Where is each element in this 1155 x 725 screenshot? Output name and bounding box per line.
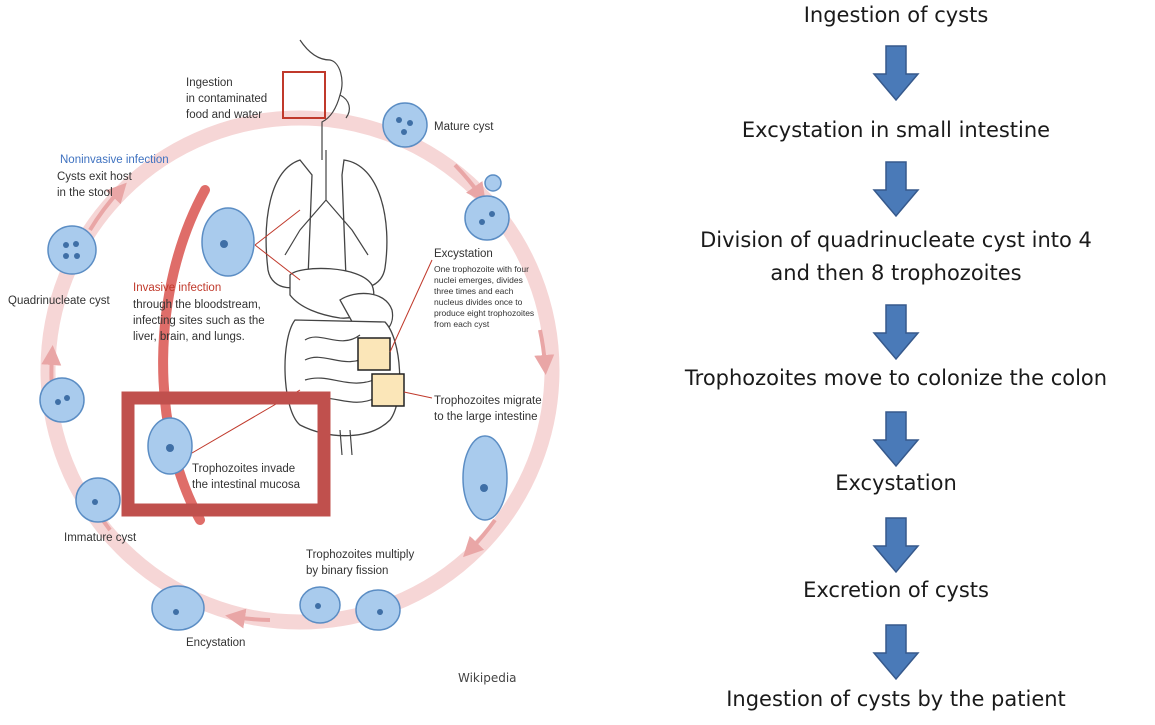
- mature-cyst-icon: [383, 103, 427, 147]
- flow-step-6: Excretion of cysts: [803, 578, 989, 602]
- flow-step-line: and then 8 trophozoites: [770, 261, 1021, 285]
- flow-step-line: Trophozoites move to colonize the colon: [684, 366, 1107, 390]
- flow-step-line: Excystation in small intestine: [742, 118, 1050, 142]
- flow-step-1: Ingestion of cysts: [804, 3, 989, 27]
- label-quadrinucleate-cyst: Quadrinucleate cyst: [8, 295, 110, 307]
- flow-arrow-icon: [874, 518, 918, 572]
- label-invasive-body: through the bloodstream, infecting sites…: [133, 299, 268, 343]
- flow-step-line: Ingestion of cysts by the patient: [726, 687, 1066, 711]
- flow-step-5: Excystation: [835, 471, 957, 495]
- label-excystation-title: Excystation: [434, 248, 493, 260]
- flow-step-4: Trophozoites move to colonize the colon: [684, 366, 1107, 390]
- flow-arrow-icon: [874, 412, 918, 466]
- flow-arrow-icon: [874, 305, 918, 359]
- flow-step-7: Ingestion of cysts by the patient: [726, 687, 1066, 711]
- immature-cyst-upper-icon: [40, 378, 84, 422]
- image-credit: Wikipedia: [458, 671, 517, 685]
- label-immature-cyst: Immature cyst: [64, 532, 137, 544]
- label-mature-cyst: Mature cyst: [434, 121, 494, 133]
- flow-step-line: Division of quadrinucleate cyst into 4: [700, 228, 1092, 252]
- label-noninvasive-title: Noninvasive infection: [60, 154, 169, 166]
- label-ingestion: Ingestion in contaminated food and water: [186, 77, 270, 121]
- flow-step-line: Ingestion of cysts: [804, 3, 989, 27]
- immature-cyst-icon: [76, 478, 120, 522]
- flow-step-line: Excretion of cysts: [803, 578, 989, 602]
- quadrinucleate-cyst-icon: [48, 226, 96, 274]
- trophozoite-colon-icon: [463, 436, 507, 520]
- trophozoite-liver-icon: [202, 208, 254, 276]
- label-trophozoites-invade: Trophozoites invade the intestinal mucos…: [192, 463, 301, 491]
- encystation-icon: [152, 586, 204, 630]
- flow-step-2: Excystation in small intestine: [742, 118, 1050, 142]
- flow-arrow-icon: [874, 162, 918, 216]
- label-invasive-title: Invasive infection: [133, 282, 221, 294]
- flow-arrow-icon: [874, 46, 918, 100]
- flow-step-3: Division of quadrinucleate cyst into 4 an…: [700, 228, 1092, 285]
- label-trophozoites-multiply: Trophozoites multiply by binary fission: [306, 549, 417, 577]
- label-trophozoites-migrate: Trophozoites migrate to the large intest…: [434, 395, 545, 423]
- label-excystation-body: One trophozoite with four nuclei emerges…: [434, 264, 537, 329]
- flow-arrow-icon: [874, 625, 918, 679]
- label-encystation: Encystation: [186, 637, 245, 649]
- excysting-cyst-icon: [465, 196, 509, 240]
- flow-step-line: Excystation: [835, 471, 957, 495]
